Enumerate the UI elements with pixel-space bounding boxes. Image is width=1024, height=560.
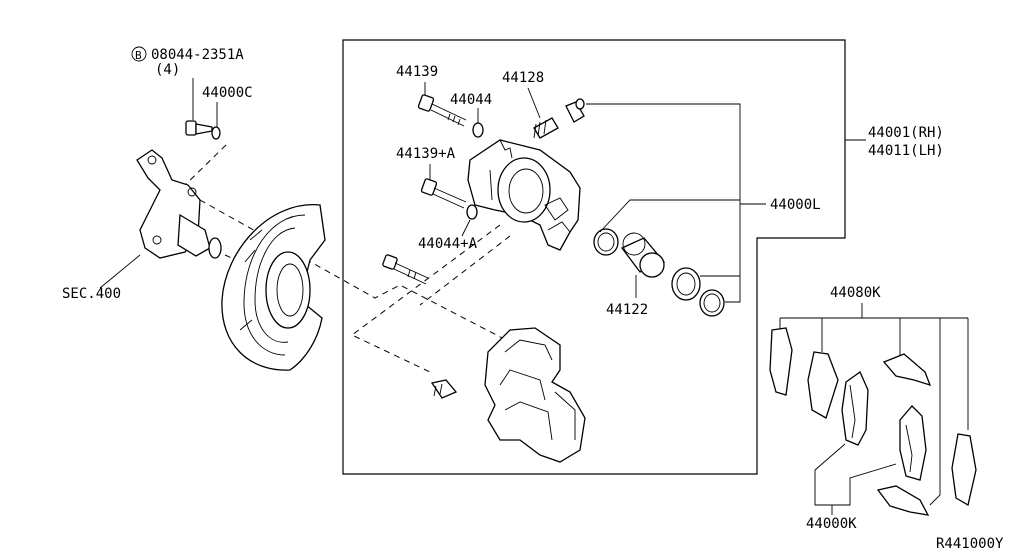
brake-pad-1 [841,371,869,446]
piston-44122 [620,232,666,278]
figure-reference: R441000Y [936,536,1004,552]
label-bleeder-44128: 44128 [502,70,544,86]
piston-seal-inner [597,232,615,252]
leader-seal-kit-bracket [586,103,741,303]
bleeder-cap [565,98,585,123]
washer-44044a [466,204,478,220]
label-bolt-44139a: 44139+A [396,146,456,162]
label-pad-kit: 44080K [830,285,881,301]
label-washer-44044a: 44044+A [418,236,478,252]
label-pad-set: 44000K [806,516,857,532]
caliper-bolt-44139 [417,94,467,127]
brake-pad-2 [899,405,927,481]
leader-44128 [527,87,541,119]
label-caliper-lh: 44011(LH) [868,143,944,159]
leader-pad-set [814,443,897,506]
washer-44044 [472,122,484,138]
shim-1 [769,327,793,396]
caliper-bolt-44139a [420,178,467,209]
leader-pad-kit-bar [780,303,968,319]
washer-44000c [211,126,221,140]
leader-knuckle [99,254,141,289]
boot-ring-inner [703,293,721,313]
label-bolt: 08044-2351A [151,47,244,63]
pad-clip-bottom [876,485,930,516]
bolt-callout-circle [131,46,147,62]
dash-caliper-slide [419,235,511,306]
dust-shield [221,204,326,371]
bleeder-screw [533,117,559,139]
caliper-assembly-frame [342,39,846,475]
leader-seal-kit [599,199,740,233]
shim-3 [951,433,977,507]
label-seal-kit: 44000L [770,197,821,213]
label-washer-c: 44000C [202,85,253,101]
dash-bolt-knuckle [179,144,227,191]
label-piston: 44122 [606,302,648,318]
label-bolt-44139: 44139 [396,64,438,80]
steering-knuckle [136,149,222,259]
label-caliper-rh: 44001(RH) [868,125,944,141]
piston-boot-inner [676,272,696,296]
bolt-callout-letter: B [135,49,142,62]
leader-pad-kit-drops [779,318,969,506]
pad-clip-top [882,353,932,387]
caliper-body [467,139,581,251]
knuckle-bolt [185,120,213,136]
caliper-bracket [484,327,586,463]
pin-boot [430,379,458,399]
label-knuckle: SEC.400 [62,286,121,302]
label-washer-44044: 44044 [450,92,492,108]
shim-2 [807,351,839,419]
piston-boot [671,267,701,301]
leader-44044a [461,219,471,237]
label-bolt-qty: (4) [155,62,180,78]
slide-pin [382,254,429,285]
